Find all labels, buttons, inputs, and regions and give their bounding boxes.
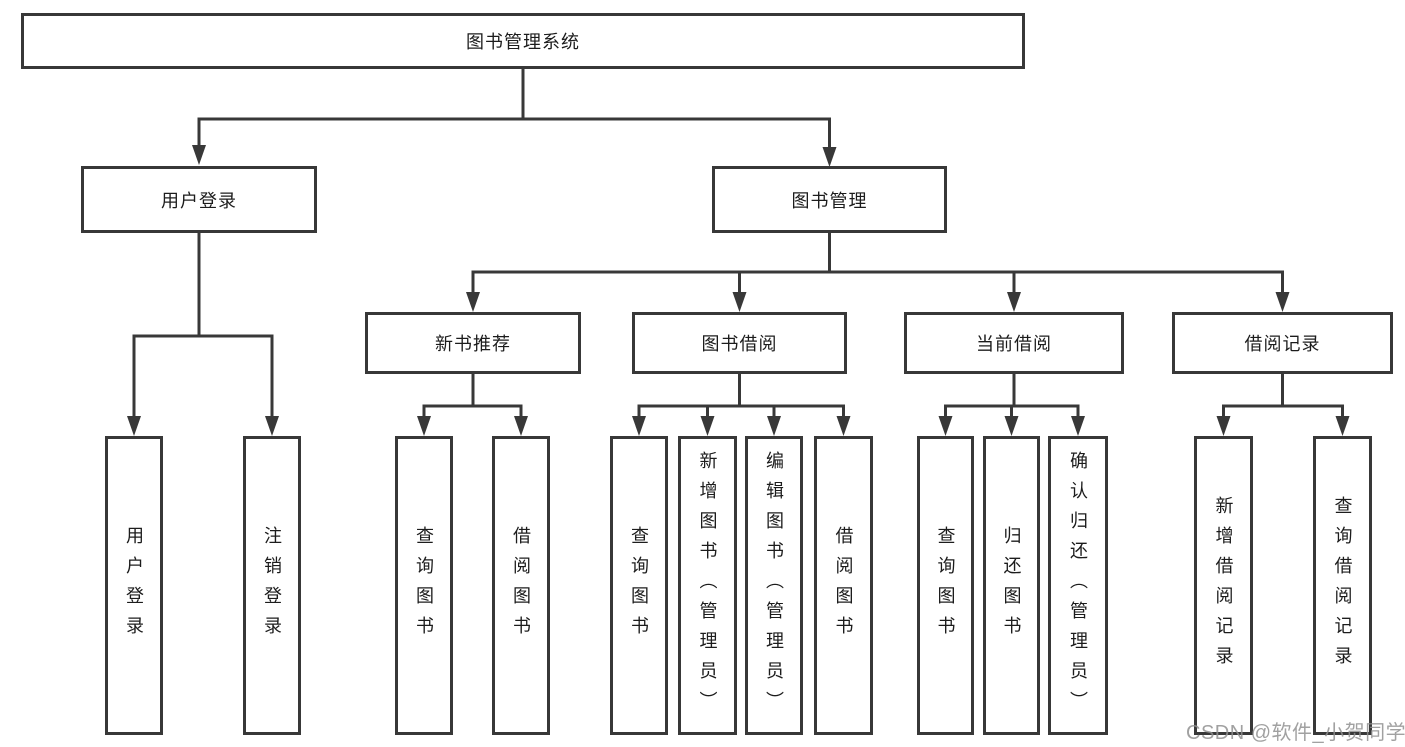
node-label: 编辑图书（管理员）: [764, 450, 784, 721]
node-query-borrow-record: 查询借阅记录: [1313, 436, 1372, 735]
node-label: 借阅图书: [511, 525, 531, 646]
node-label: 新增图书（管理员）: [697, 450, 718, 721]
node-label: 当前借阅: [976, 334, 1052, 354]
node-label: 查询图书: [629, 525, 649, 646]
node-return-books: 归还图书: [983, 436, 1040, 735]
node-book-management-system: 图书管理系统: [21, 13, 1025, 69]
node-user-login-action: 用户登录: [105, 436, 163, 735]
node-book-borrowing: 图书借阅: [632, 312, 847, 374]
node-book-management: 图书管理: [712, 166, 947, 233]
node-label: 借阅记录: [1244, 334, 1321, 354]
node-add-books-admin: 新增图书（管理员）: [678, 436, 737, 735]
node-edit-books-admin: 编辑图书（管理员）: [745, 436, 803, 735]
node-logout-action: 注销登录: [243, 436, 301, 735]
node-label: 图书管理: [791, 190, 868, 211]
node-label: 确认归还（管理员）: [1068, 450, 1088, 721]
node-label: 归还图书: [1001, 525, 1022, 646]
node-current-borrowing: 当前借阅: [904, 312, 1124, 374]
node-label: 图书管理系统: [466, 32, 580, 52]
arrowheads: [127, 145, 1350, 436]
node-label: 借阅图书: [833, 525, 854, 646]
node-label: 查询图书: [414, 525, 434, 646]
node-label: 新书推荐: [435, 334, 511, 354]
node-query-books-current: 查询图书: [917, 436, 974, 735]
csdn-watermark: CSDN @软件_小贺同学: [1186, 722, 1405, 744]
node-label: 图书借阅: [701, 334, 778, 354]
node-label: 用户登录: [161, 190, 237, 211]
node-new-book-recommend: 新书推荐: [365, 312, 581, 374]
node-borrow-books-borrowing: 借阅图书: [814, 436, 873, 735]
node-label: 注销登录: [262, 525, 282, 646]
node-add-borrow-record: 新增借阅记录: [1194, 436, 1253, 735]
node-user-login: 用户登录: [81, 166, 317, 233]
node-query-books-borrowing: 查询图书: [610, 436, 668, 735]
node-borrow-books-recommend: 借阅图书: [492, 436, 550, 735]
node-query-books-recommend: 查询图书: [395, 436, 453, 735]
node-confirm-return-admin: 确认归还（管理员）: [1048, 436, 1108, 735]
node-label: 新增借阅记录: [1213, 495, 1234, 676]
node-label: 用户登录: [124, 525, 144, 646]
node-borrowing-records: 借阅记录: [1172, 312, 1393, 374]
node-label: 查询图书: [935, 525, 956, 646]
node-label: 查询借阅记录: [1332, 495, 1353, 676]
